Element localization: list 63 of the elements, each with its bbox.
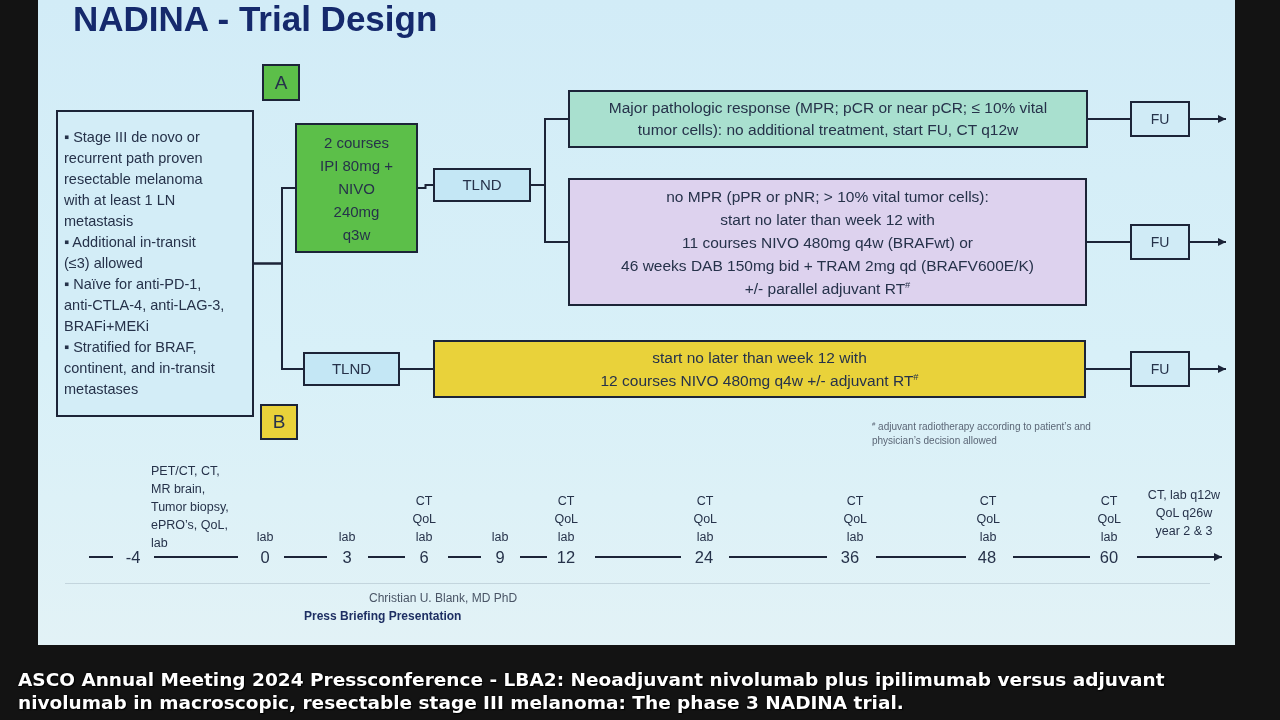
week-number: 24 bbox=[694, 547, 714, 567]
assessment-note: CT QoL lab bbox=[554, 493, 578, 546]
connector-line bbox=[399, 368, 434, 370]
eligibility-criterion: ▪ Naïve for anti-PD-1, anti-CTLA-4, anti-LAG-3, BRAFi+MEKi bbox=[64, 275, 226, 336]
assessment-note: CT QoL lab bbox=[412, 493, 436, 546]
follow-up-label: FU bbox=[1150, 360, 1170, 378]
footnote: $^{#}$ adjuvant radiotherapy according to patient’s and physician’s decision allowed bbox=[872, 420, 1092, 448]
surgery-box bbox=[303, 352, 400, 386]
assessment-note: lab bbox=[256, 529, 274, 546]
eligibility-criterion: ▪ Additional in-transit (≤3) allowed bbox=[64, 233, 196, 273]
arrow bbox=[1189, 115, 1227, 123]
outcome-text: no MPR (pPR or pNR; > 10% vital tumor cells): start no later than week 12 with 11 courses NIVO 480mg q4w (BRAFwt) or 46 weeks DAB 150mg bid + TRAM 2mg qd (BRAFV600E/K) +/- parallel adjuvant RT$^{#}$ bbox=[621, 186, 1034, 299]
eligibility-criterion: ▪ Stratified for BRAF, continent, and in-transit metastases bbox=[64, 338, 216, 399]
follow-up-box bbox=[1130, 101, 1190, 137]
week-number: 6 bbox=[419, 547, 429, 567]
presenter-name: Christian U. Blank, MD PhD bbox=[369, 591, 518, 605]
week-number: 48 bbox=[977, 547, 997, 567]
week-number: -4 bbox=[125, 547, 141, 567]
arm-tag bbox=[260, 404, 298, 440]
follow-up-box bbox=[1130, 224, 1190, 260]
slide-title: NADINA - Trial Design bbox=[73, 1, 438, 36]
assessment-note: CT QoL lab bbox=[976, 493, 1000, 546]
arrow bbox=[1189, 238, 1227, 246]
follow-up-label: FU bbox=[1150, 110, 1170, 128]
outcome-box bbox=[568, 178, 1087, 306]
arrow bbox=[1189, 365, 1227, 373]
assessment-note: lab bbox=[491, 529, 509, 546]
week-number: 36 bbox=[840, 547, 860, 567]
week-number: 60 bbox=[1099, 547, 1119, 567]
week-number: 12 bbox=[556, 547, 576, 567]
eligibility-panel bbox=[56, 110, 254, 417]
connector-line bbox=[1086, 241, 1131, 243]
treatment-text: 2 courses IPI 80mg + NIVO 240mg q3w bbox=[320, 132, 393, 245]
outcome-box bbox=[568, 90, 1088, 148]
arm-tag bbox=[262, 64, 300, 101]
surgery-label: TLND bbox=[462, 176, 502, 194]
treatment-text: start no later than week 12 with 12 courses NIVO 480mg q4w +/- adjuvant RT$^{#}$ bbox=[600, 348, 919, 391]
surgery-label: TLND bbox=[331, 360, 372, 378]
treatment-box bbox=[433, 340, 1086, 398]
outcome-text: Major pathologic response (MPR; pCR or near pCR; ≤ 10% vital tumor cells): no additional treatment, start FU, CT q12w bbox=[608, 98, 1048, 140]
assessment-note: CT QoL lab bbox=[693, 493, 717, 546]
week-number: 3 bbox=[342, 547, 352, 567]
arm-letter: A bbox=[274, 71, 288, 94]
connector-line bbox=[253, 262, 304, 370]
assessment-note: CT QoL lab bbox=[1097, 493, 1121, 546]
assessment-note: lab bbox=[338, 529, 356, 546]
follow-up-box bbox=[1130, 351, 1190, 387]
assessment-note: CT, lab q12w QoL q26w year 2 & 3 bbox=[1146, 487, 1222, 540]
follow-up-label: FU bbox=[1150, 233, 1170, 251]
assessment-note: CT QoL lab bbox=[843, 493, 867, 546]
surgery-box bbox=[433, 168, 531, 202]
connector-line bbox=[530, 184, 569, 243]
treatment-box bbox=[295, 123, 418, 253]
week-number: 9 bbox=[495, 547, 505, 567]
assessment-note: PET/CT, CT, MR brain, Tumor biopsy, ePRO’s, QoL, lab bbox=[151, 463, 230, 552]
video-caption: ASCO Annual Meeting 2024 Pressconference - LBA2: Neoadjuvant nivolumab plus ipilimumab versus adjuvant nivolumab in macroscopic, resectable stage III melanoma: The phase 3 NADINA trial. bbox=[18, 668, 1166, 714]
connector-line bbox=[1085, 368, 1131, 370]
footer-text: Press Briefing Presentation bbox=[304, 609, 462, 623]
connector-line bbox=[417, 184, 434, 189]
week-number: 0 bbox=[260, 547, 270, 567]
eligibility-criterion: ▪ Stage III de novo or recurrent path proven resectable melanoma with at least 1 LN metastasis bbox=[64, 128, 203, 231]
arm-letter: B bbox=[272, 411, 286, 433]
connector-line bbox=[1087, 118, 1131, 120]
